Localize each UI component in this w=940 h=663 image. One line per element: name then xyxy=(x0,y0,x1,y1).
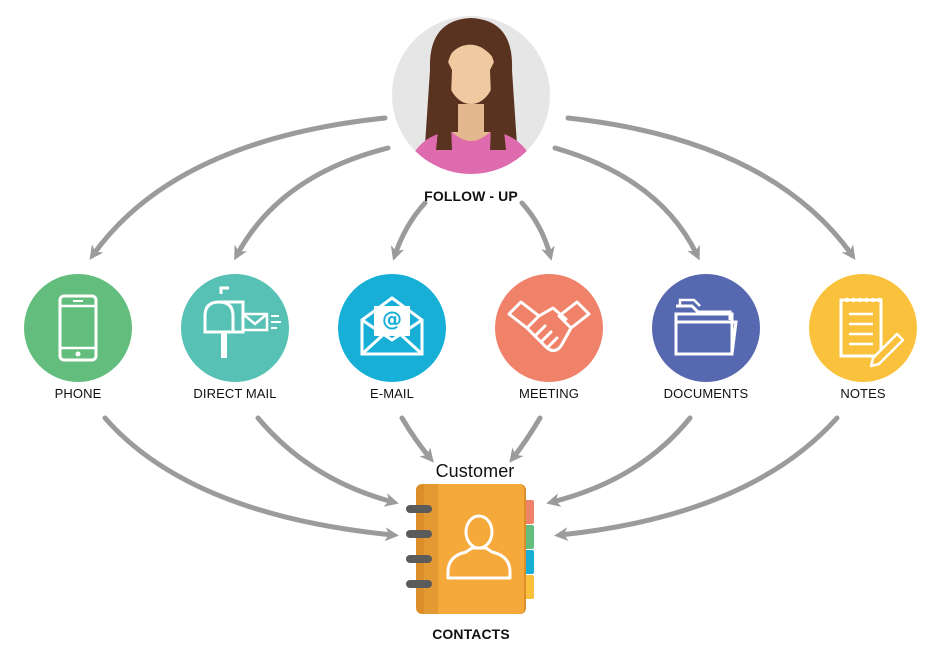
mailbox-icon xyxy=(203,286,281,358)
svg-text:@: @ xyxy=(382,307,402,331)
arrow-to-notes xyxy=(565,115,856,260)
contacts-top-label: Customer xyxy=(435,461,515,481)
contact-person-icon xyxy=(446,514,512,580)
book-rings xyxy=(406,505,432,588)
channel-meeting xyxy=(495,274,603,382)
arrow-from-email xyxy=(399,415,434,463)
follow-up-label: FOLLOW - UP xyxy=(424,188,518,204)
arrow-to-documents xyxy=(552,145,700,261)
arrow-from-phone xyxy=(102,415,399,542)
channel-circle-documents xyxy=(652,274,760,382)
channel-circle-phone xyxy=(24,274,132,382)
channel-direct-mail xyxy=(181,274,289,382)
arrow-from-documents xyxy=(546,415,693,507)
email-envelope-icon: @ xyxy=(360,296,424,356)
arrow-to-phone xyxy=(89,115,388,260)
follow-up-avatar xyxy=(392,16,550,174)
arrow-to-direct-mail xyxy=(234,145,391,261)
arrows-channels-to-contacts xyxy=(102,415,840,542)
arrow-to-meeting xyxy=(519,200,555,261)
arrow-from-notes xyxy=(554,415,840,542)
channel-label-meeting: MEETING xyxy=(519,386,579,401)
channel-label-documents: DOCUMENTS xyxy=(663,386,749,401)
channel-label-phone: PHONE xyxy=(54,386,102,401)
channel-label-notes: NOTES xyxy=(840,386,886,401)
contacts-label: CONTACTS xyxy=(432,626,510,642)
channel-circle-meeting xyxy=(495,274,603,382)
folder-icon xyxy=(674,298,738,356)
channel-phone xyxy=(24,274,132,382)
handshake-icon xyxy=(507,300,591,353)
arrow-to-email xyxy=(390,200,428,261)
channel-notes xyxy=(809,274,917,382)
channel-label-direct-mail: DIRECT MAIL xyxy=(193,386,277,401)
channel-label-email: E-MAIL xyxy=(370,386,414,401)
arrow-from-direct-mail xyxy=(255,415,399,507)
channel-documents xyxy=(652,274,760,382)
notepad-icon xyxy=(839,297,905,368)
channel-email: @ xyxy=(338,274,446,382)
phone-icon xyxy=(58,294,98,362)
arrow-from-meeting xyxy=(509,415,543,463)
channel-circle-notes xyxy=(809,274,917,382)
arrows-follow-up-to-channels xyxy=(89,115,856,261)
channels-layer: @ xyxy=(24,274,917,382)
contact-book-icon xyxy=(406,484,534,614)
channel-circle-direct-mail xyxy=(181,274,289,382)
